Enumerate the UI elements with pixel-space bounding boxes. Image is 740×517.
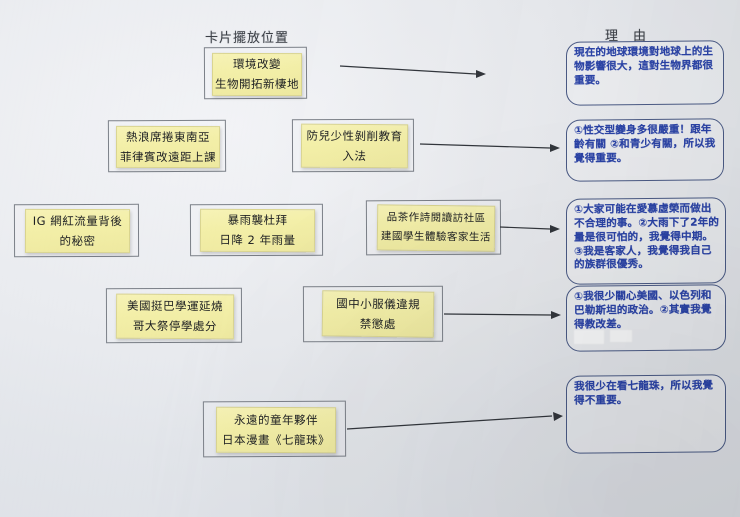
sticky-note-dress-code[interactable]: 國中小服儀違規 禁懲處 xyxy=(321,290,435,338)
arrow-child-protection-to-reason xyxy=(419,143,560,152)
sticky-line-1: 美國挺巴學運延燒 xyxy=(127,299,224,314)
reason-text: ①我很少關心美國、以色列和巴勒斯坦的政治。②其實我覺得教改差。 xyxy=(574,289,712,331)
card-frame-heatwave[interactable]: 熱浪席捲東南亞 菲律賓改遠距上課 xyxy=(107,119,227,173)
sticky-line-1: 防兒少性剝削教育 xyxy=(306,128,403,144)
sticky-note-environment[interactable]: 環境改變 生物開拓新棲地 xyxy=(211,52,303,97)
sticky-note-hakka-visit[interactable]: 品茶作詩閱讀訪社區 建國學生體驗客家生活 xyxy=(376,204,496,252)
sticky-line-2: 的秘密 xyxy=(59,233,96,248)
sticky-line-1: IG 網紅流量背後 xyxy=(32,213,123,229)
sticky-line-1: 環境改變 xyxy=(233,57,282,72)
card-frame-ig-influencer[interactable]: IG 網紅流量背後 的秘密 xyxy=(13,203,140,258)
sticky-note-columbia-protest[interactable]: 美國挺巴學運延燒 哥大祭停學處分 xyxy=(115,293,235,340)
reason-box-environment[interactable]: 現在的地球環境對地球上的生物影響很大，這對生物界都很重要。 xyxy=(566,40,724,106)
sticky-line-2: 日本漫畫《七龍珠》 xyxy=(221,432,330,447)
sticky-line-2: 禁懲處 xyxy=(359,316,396,331)
reason-text: ①大家可能在愛慕虛榮而做出不合理的事。②大雨下了2年的量是很可怕的，我覺得中期。… xyxy=(574,202,719,272)
heading-card-placement: 卡片擺放位置 xyxy=(205,31,290,46)
sticky-note-ig-influencer[interactable]: IG 網紅流量背後 的秘密 xyxy=(24,208,131,254)
sticky-line-1: 國中小服儀違規 xyxy=(336,296,421,312)
sticky-line-2: 建國學生體驗客家生活 xyxy=(380,229,491,244)
sticky-note-dragonball[interactable]: 永遠的童年夥伴 日本漫畫《七龍珠》 xyxy=(215,406,337,454)
reason-text: 現在的地球環境對地球上的生物影響很大，這對生物界都很重要。 xyxy=(574,45,714,87)
arrow-environment-to-reason xyxy=(339,65,486,78)
sticky-line-2: 日降 2 年雨量 xyxy=(219,232,296,248)
sticky-line-2: 哥大祭停學處分 xyxy=(132,318,217,334)
reason-text: 我很少在看七龍珠，所以我覺得不重要。 xyxy=(574,379,714,407)
card-frame-columbia-protest[interactable]: 美國挺巴學運延燒 哥大祭停學處分 xyxy=(105,287,243,344)
card-frame-dubai-rain[interactable]: 暴雨襲杜拜 日降 2 年雨量 xyxy=(189,203,324,257)
reason-text: ①性交型變身多很嚴重！跟年齡有關 ②和青少有關，所以我覺得重要。 xyxy=(574,123,716,165)
arrow-dragonball-to-reason xyxy=(346,412,563,430)
sticky-line-1: 品茶作詩閱讀訪社區 xyxy=(386,211,486,225)
arrow-dress-code-to-reason xyxy=(443,311,561,319)
sticky-line-1: 暴雨襲杜拜 xyxy=(227,213,288,228)
reason-box-protest-dresscode[interactable]: ①我很少關心美國、以色列和巴勒斯坦的政治。②其實我覺得教改差。 xyxy=(566,284,726,352)
reason-box-ig-dubai-hakka[interactable]: ①大家可能在愛慕虛榮而做出不合理的事。②大雨下了2年的量是很可怕的，我覺得中期。… xyxy=(566,197,726,285)
arrow-hakka-to-reason xyxy=(499,225,560,233)
card-frame-environment[interactable]: 環境改變 生物開拓新棲地 xyxy=(203,46,308,100)
sticky-note-dubai-rain[interactable]: 暴雨襲杜拜 日降 2 年雨量 xyxy=(199,208,316,253)
sticky-line-1: 永遠的童年夥伴 xyxy=(234,412,319,427)
sticky-note-heatwave[interactable]: 熱浪席捲東南亞 菲律賓改遠距上課 xyxy=(115,125,221,169)
sticky-line-2: 入法 xyxy=(342,148,367,163)
sticky-line-1: 熱浪席捲東南亞 xyxy=(126,129,211,145)
card-frame-dragonball[interactable]: 永遠的童年夥伴 日本漫畫《七龍珠》 xyxy=(202,400,347,458)
card-frame-dress-code[interactable]: 國中小服儀違規 禁懲處 xyxy=(302,285,444,343)
card-frame-child-protection[interactable]: 防兒少性剝削教育 入法 xyxy=(291,118,415,173)
card-frame-hakka-visit[interactable]: 品茶作詩閱讀訪社區 建國學生體驗客家生活 xyxy=(365,199,502,256)
reason-box-dragonball[interactable]: 我很少在看七龍珠，所以我覺得不重要。 xyxy=(566,374,726,454)
heading-reason: 理 由 xyxy=(605,29,648,44)
reason-box-heatwave-child[interactable]: ①性交型變身多很嚴重！跟年齡有關 ②和青少有關，所以我覺得重要。 xyxy=(566,118,724,182)
sticky-line-2: 菲律賓改遠距上課 xyxy=(119,149,216,164)
sticky-line-2: 生物開拓新棲地 xyxy=(214,76,300,92)
sticky-note-child-protection[interactable]: 防兒少性剝削教育 入法 xyxy=(300,123,409,169)
